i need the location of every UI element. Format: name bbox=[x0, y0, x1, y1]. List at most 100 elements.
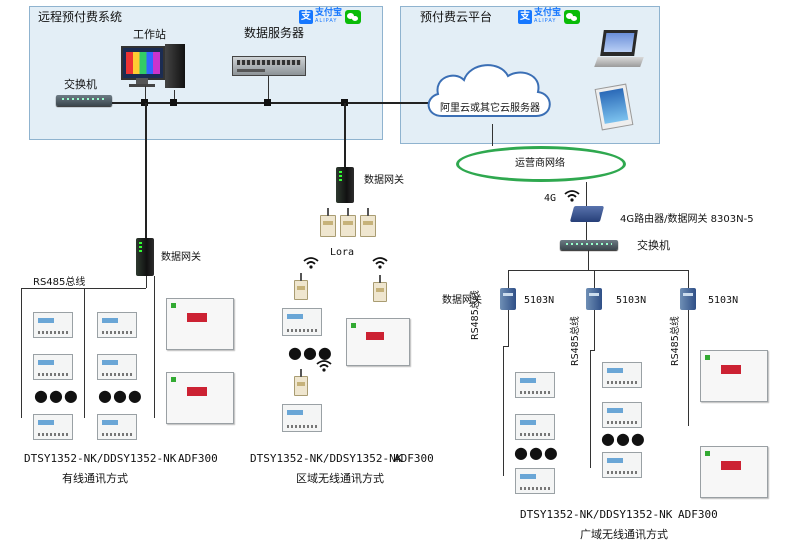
alipay-logo: 支 支付宝 ALIPAY bbox=[299, 9, 342, 24]
lora-module bbox=[320, 208, 336, 237]
model-5103n-label: 5103N bbox=[616, 295, 647, 306]
switch-distribution-line bbox=[508, 270, 688, 271]
bus-line bbox=[590, 350, 595, 351]
wechat-pay-icon bbox=[345, 9, 362, 24]
wifi-icon bbox=[303, 257, 319, 269]
meter bbox=[602, 362, 642, 388]
wan-models-caption: DTSY1352-NK/DDSY1352-NK bbox=[520, 508, 673, 521]
workstation-link bbox=[145, 86, 146, 102]
meter bbox=[33, 312, 73, 338]
rs485-bus-label: RS485总线 bbox=[33, 277, 86, 288]
network-to-router-link bbox=[586, 182, 587, 206]
adf300-device bbox=[700, 350, 768, 402]
data-server-icon bbox=[232, 56, 306, 76]
wifi-icon bbox=[372, 257, 388, 269]
lora-module bbox=[373, 275, 387, 302]
gw-drop bbox=[594, 270, 595, 288]
data-gateway-left-icon bbox=[136, 238, 154, 276]
workstation-icon bbox=[121, 44, 191, 96]
ellipsis-dots: ●●● bbox=[288, 343, 333, 362]
bus-node bbox=[341, 99, 348, 106]
operator-network-label: 运营商网络 bbox=[515, 158, 565, 169]
lora-adf-caption: ADF300 bbox=[394, 452, 434, 465]
lan-bus-line bbox=[112, 102, 452, 104]
cloud-server-label: 阿里云或其它云服务器 bbox=[440, 103, 540, 114]
data-server-label: 数据服务器 bbox=[244, 26, 305, 40]
server-link bbox=[268, 76, 269, 102]
alipay-text: 支付宝 bbox=[534, 8, 562, 18]
wechat-pay-icon bbox=[564, 9, 581, 24]
remote-prepay-panel bbox=[29, 6, 383, 140]
switch-drop bbox=[588, 250, 589, 270]
4g-label: 4G bbox=[544, 193, 557, 204]
alipay-icon: 支 bbox=[299, 9, 313, 24]
cloud-platform-title: 预付费云平台 bbox=[420, 10, 493, 24]
rs485-vertical-label: RS485总线 bbox=[470, 290, 481, 340]
gateway-bus-link bbox=[146, 276, 147, 288]
lora-mode-caption: 区域无线通讯方式 bbox=[296, 472, 384, 485]
adf300-device bbox=[346, 318, 410, 366]
wifi-icon bbox=[316, 360, 332, 372]
lora-module bbox=[360, 208, 376, 237]
bus-drop-2 bbox=[84, 288, 85, 418]
gateway-5103n-icon bbox=[500, 288, 516, 310]
lora-trunk-line bbox=[344, 103, 346, 169]
data-gateway-top-label: 数据网关 bbox=[364, 175, 404, 186]
wired-models-caption: DTSY1352-NK/DDSY1352-NK bbox=[24, 452, 177, 465]
model-5103n-label: 5103N bbox=[708, 295, 739, 306]
meter bbox=[515, 372, 555, 398]
router-to-switch-link bbox=[586, 222, 587, 240]
payment-logos-left: 支 支付宝 ALIPAY bbox=[299, 9, 362, 24]
lora-label: Lora bbox=[330, 247, 355, 258]
switch-right-icon bbox=[560, 240, 618, 250]
wan-adf-caption: ADF300 bbox=[678, 508, 718, 521]
lora-module bbox=[294, 273, 308, 300]
meter bbox=[282, 404, 322, 432]
meter bbox=[282, 308, 322, 336]
alipay-en-text: ALIPAY bbox=[534, 18, 557, 24]
alipay-en-text: ALIPAY bbox=[315, 18, 338, 24]
4g-router-icon bbox=[569, 206, 605, 222]
switch-label-left: 交换机 bbox=[64, 78, 97, 91]
meter bbox=[33, 414, 73, 440]
gw-drop bbox=[508, 270, 509, 288]
bus-line bbox=[594, 310, 595, 350]
data-gateway-left-label: 数据网关 bbox=[161, 252, 201, 263]
bus-line bbox=[508, 310, 509, 346]
meter bbox=[515, 468, 555, 494]
wifi-icon bbox=[564, 190, 580, 202]
bus-drop-1 bbox=[21, 288, 22, 418]
alipay-icon: 支 bbox=[518, 9, 532, 24]
meter bbox=[97, 312, 137, 338]
payment-logos-right: 支 支付宝 ALIPAY bbox=[518, 8, 581, 24]
lora-models-caption: DTSY1352-NK/DDSY1352-NK bbox=[250, 452, 403, 465]
bus-node bbox=[141, 99, 148, 106]
meter bbox=[515, 414, 555, 440]
wired-mode-caption: 有线通讯方式 bbox=[62, 472, 128, 485]
lan-to-cloud-line bbox=[380, 102, 424, 104]
switch-right-label: 交换机 bbox=[637, 239, 670, 252]
meter bbox=[97, 354, 137, 380]
adf300-device bbox=[700, 446, 768, 498]
ellipsis-dots: ●●● bbox=[34, 386, 79, 405]
rs485-vertical-label: RS485总线 bbox=[570, 316, 581, 366]
lora-module bbox=[294, 369, 308, 396]
wired-adf-caption: ADF300 bbox=[178, 452, 218, 465]
bus-line bbox=[688, 310, 689, 426]
meter bbox=[602, 402, 642, 428]
rs485-bus-line bbox=[21, 288, 146, 289]
ellipsis-dots: ●●● bbox=[98, 386, 143, 405]
wan-mode-caption: 广域无线通讯方式 bbox=[580, 528, 668, 541]
remote-prepay-title: 远程预付费系统 bbox=[38, 10, 123, 24]
wired-trunk-line bbox=[145, 103, 147, 241]
cloud-to-network-link bbox=[492, 124, 493, 146]
data-gateway-right-label: 数据网关 bbox=[442, 295, 482, 306]
ellipsis-dots: ●●● bbox=[601, 429, 646, 448]
bus-line bbox=[503, 346, 509, 347]
router-label: 4G路由器/数据网关 8303N-5 bbox=[620, 214, 754, 225]
cloud-icon bbox=[427, 64, 551, 117]
data-gateway-top-icon bbox=[336, 167, 354, 203]
bus-node bbox=[170, 99, 177, 106]
meter bbox=[602, 452, 642, 478]
lora-module bbox=[340, 208, 356, 237]
